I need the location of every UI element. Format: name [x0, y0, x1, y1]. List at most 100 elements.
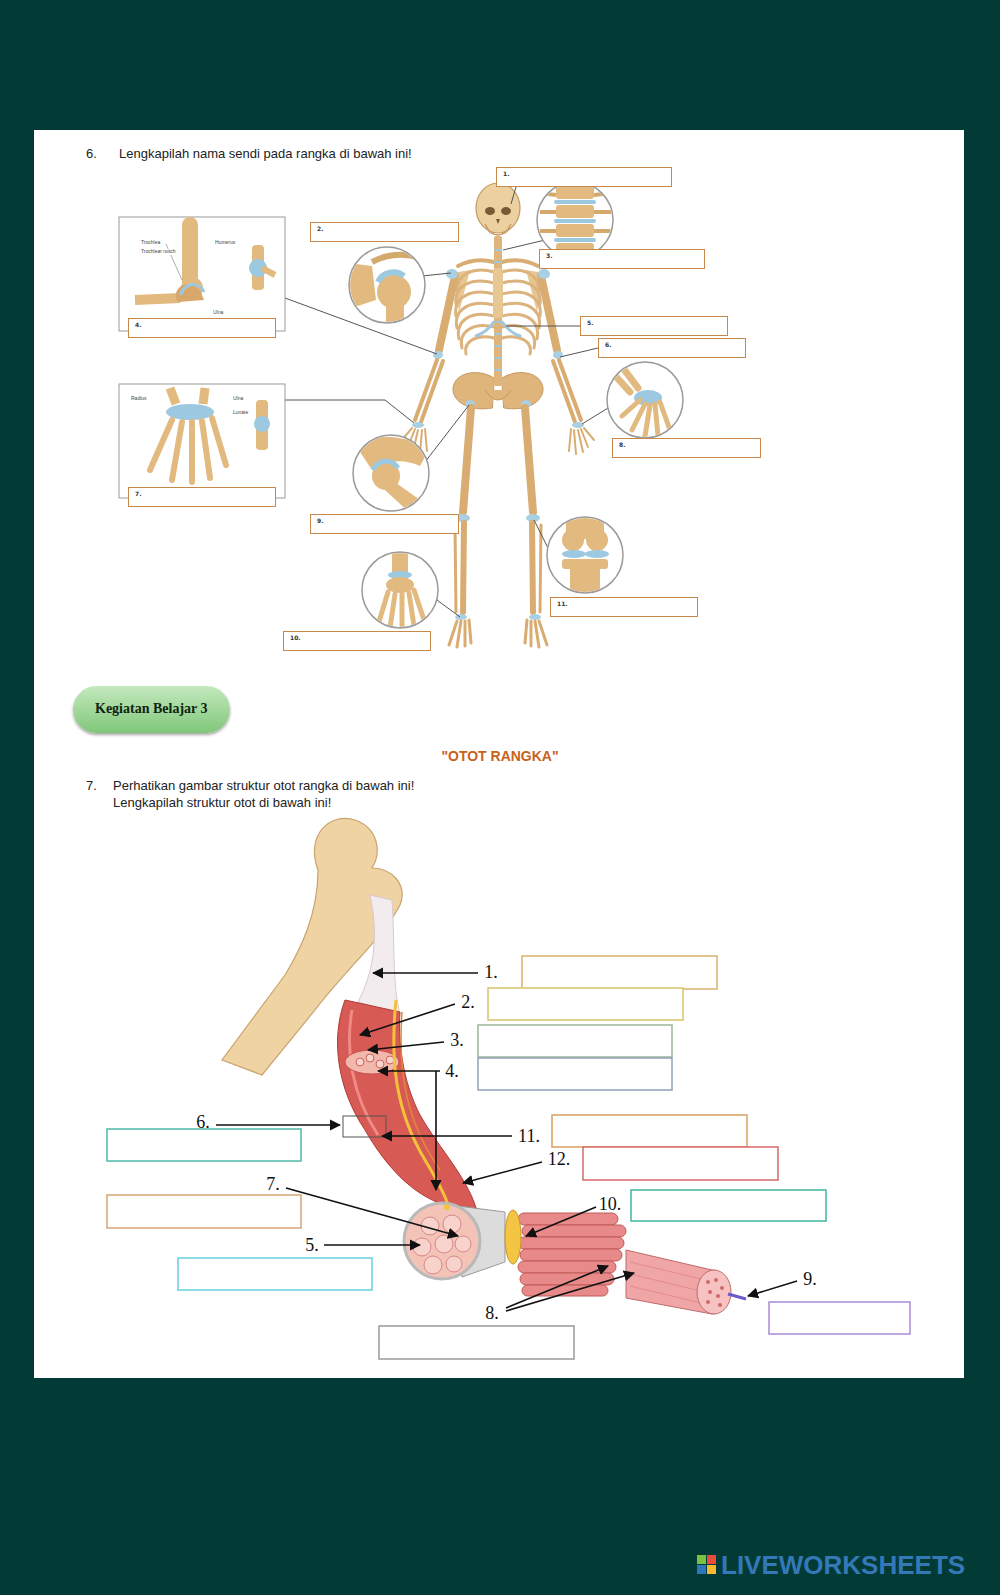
joint-zoom [556, 205, 594, 218]
skeleton-figure [439, 276, 455, 350]
callout-arrow [435, 1071, 437, 1190]
leader-line [422, 273, 451, 276]
answer-field [769, 1302, 910, 1334]
joint-zoom [570, 568, 600, 598]
bone-name: Radius [130, 396, 148, 402]
callout-arrow [286, 1188, 458, 1236]
bone-name: Trochlea [140, 240, 161, 246]
box-number: 8. [613, 439, 760, 448]
joint-zoom [378, 272, 404, 282]
watermark: LIVEWORKSHEETS [721, 1551, 965, 1581]
callout-arrow [382, 1135, 512, 1137]
skeleton-figure [458, 260, 494, 266]
leader-line [285, 400, 414, 423]
joint-inset [254, 416, 270, 432]
muscle-figure [446, 1256, 462, 1272]
answer-box: 9. [310, 514, 459, 534]
skeleton-figure [485, 224, 511, 235]
muscle-figure [718, 1303, 722, 1307]
answer-field [488, 988, 683, 1020]
callout-number: 11. [518, 1126, 540, 1147]
muscle-figure [706, 1280, 710, 1284]
muscle-figure [338, 1000, 478, 1215]
joint-zoom [554, 238, 596, 242]
muscle-figure [706, 1278, 724, 1307]
callout-arrow [526, 1207, 596, 1236]
joint-zoom [540, 193, 612, 231]
answer-box: 3. [539, 249, 705, 269]
section-title: "OTOT RANGKA" [441, 748, 558, 764]
leader-line [425, 405, 469, 462]
skeleton-figure [485, 390, 511, 400]
muscle-figure [518, 1237, 624, 1249]
box-number: 1. [497, 168, 671, 177]
joint-inset [176, 284, 204, 302]
callout-arrow [360, 1004, 455, 1035]
callout-arrow [324, 1244, 420, 1246]
joint-zoom [607, 362, 683, 438]
skeleton-figure [455, 525, 456, 612]
joint-zoom [340, 255, 420, 330]
logo-mark [707, 1555, 716, 1564]
callout-number: 7. [266, 1174, 280, 1195]
box-number: 11. [551, 598, 697, 607]
answer-field [552, 1115, 747, 1147]
joint-zoom [353, 435, 429, 511]
answer-box: 6. [598, 338, 746, 358]
muscle-figure [356, 1058, 364, 1066]
joint-zoom [352, 436, 430, 515]
joint-zoom [562, 529, 584, 551]
answer-field [631, 1190, 826, 1221]
leader-line [534, 520, 548, 548]
box-number: 7. [129, 488, 275, 497]
answer-box: 11. [550, 597, 698, 617]
joint-inset [170, 388, 205, 404]
joint-zoom [386, 577, 414, 593]
callout-number: 3. [450, 1030, 464, 1051]
callout-arrow [506, 1273, 634, 1311]
muscle-figure [720, 1286, 724, 1290]
answer-field [379, 1326, 574, 1359]
muscle-figure [716, 1294, 720, 1298]
question-number: 7. [86, 779, 97, 794]
muscle-figure [413, 1238, 431, 1256]
answer-box: 7. [128, 487, 276, 507]
box-number: 9. [311, 515, 458, 524]
muscle-figure [444, 1204, 450, 1210]
logo-mark [697, 1565, 706, 1574]
callout-arrow [463, 1162, 542, 1183]
callout-number: 10. [599, 1194, 622, 1215]
joint-zoom [372, 255, 420, 262]
callout-number: 1. [484, 962, 498, 983]
skeleton-figure [466, 337, 494, 354]
muscle-figure [435, 1235, 453, 1253]
answer-field [583, 1147, 778, 1180]
joint-zoom [556, 186, 594, 199]
box-number: 2. [311, 223, 458, 232]
box-number: 3. [540, 250, 704, 259]
muscle-figure [443, 1215, 461, 1233]
muscle-figure [697, 1270, 731, 1314]
answer-field [522, 956, 717, 989]
muscle-figure [714, 1278, 718, 1282]
muscle-figure [424, 1256, 442, 1274]
answer-box: 1. [496, 167, 672, 187]
callout-arrow [378, 1070, 440, 1072]
joint-zoom [392, 550, 408, 572]
skeleton-figure [476, 183, 520, 233]
muscle-figure [394, 1000, 448, 1205]
joint-inset [119, 384, 285, 498]
joint-zoom [562, 515, 609, 598]
muscle-figure [401, 1012, 440, 1170]
callout-number: 5. [305, 1235, 319, 1256]
callout-arrow [506, 1266, 608, 1308]
box-number: 6. [599, 339, 745, 348]
answer-field [478, 1025, 672, 1057]
question-text: Lengkapilah nama sendi pada rangka di ba… [119, 147, 412, 162]
joint-inset [135, 298, 180, 300]
skeleton-figure [463, 408, 471, 512]
callout-arrow [373, 972, 478, 974]
joint-zoom [554, 219, 596, 223]
bone-name: Trochlear notch [140, 249, 177, 255]
